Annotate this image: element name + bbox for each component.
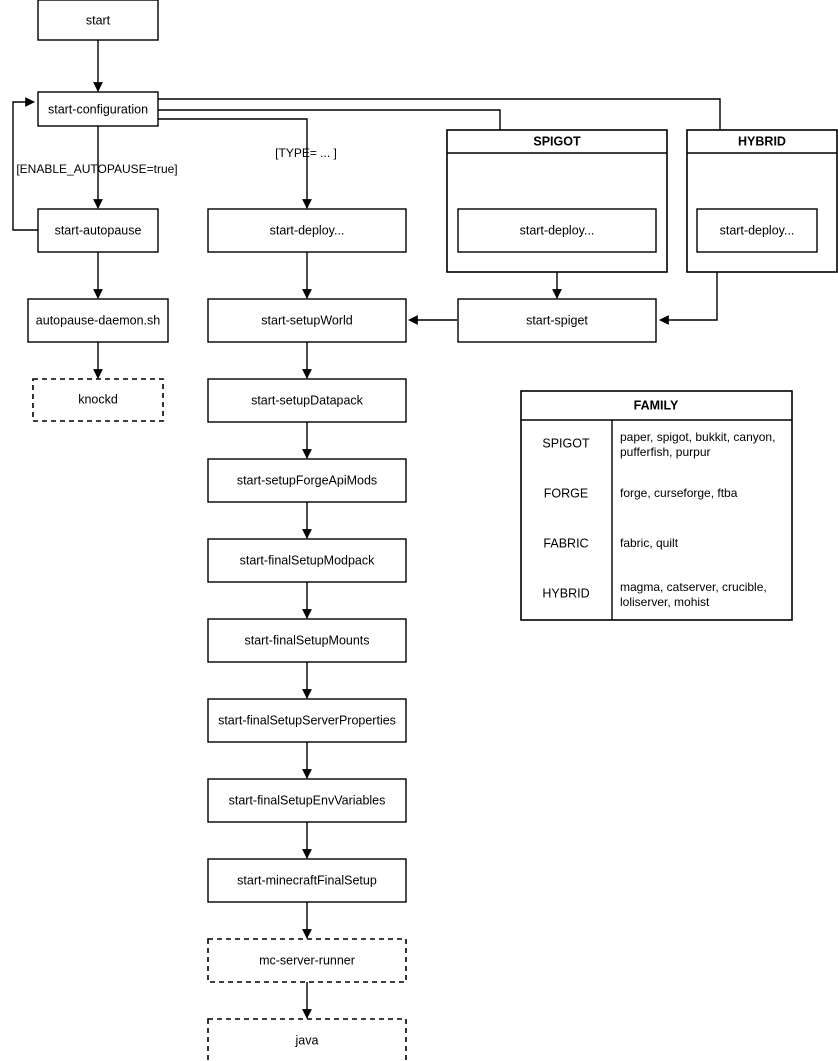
edge-label-enable-autopause: [ENABLE_AUTOPAUSE=true] <box>16 162 177 176</box>
legend-row: FABRIC fabric, quilt <box>543 536 678 550</box>
node-start-minecraftfinalsetup[interactable]: start-minecraftFinalSetup <box>207 858 407 903</box>
node-start-finalsetupserverproperties-label: start-finalSetupServerProperties <box>218 713 396 727</box>
node-start-finalsetupmounts-label: start-finalSetupMounts <box>244 633 369 647</box>
legend-row: FORGE forge, curseforge, ftba <box>544 486 738 500</box>
node-mc-server-runner-label: mc-server-runner <box>259 953 355 967</box>
node-start-setupworld[interactable]: start-setupWorld <box>207 298 407 343</box>
edge-hybrid-deploy-to-spiget <box>659 252 718 325</box>
legend-row-value-line1: paper, spigot, bukkit, canyon, <box>620 430 775 444</box>
node-start-spiget-label: start-spiget <box>526 313 588 327</box>
legend-row-value-line2: pufferfish, purpur <box>620 445 711 459</box>
edge-autopause-loopback-to-configuration <box>12 97 38 231</box>
node-mc-server-runner[interactable]: mc-server-runner <box>207 938 407 983</box>
container-hybrid-title: HYBRID <box>738 134 786 148</box>
node-start-finalsetupmounts[interactable]: start-finalSetupMounts <box>207 618 407 663</box>
node-start-deploy-spigot-label: start-deploy... <box>520 223 595 237</box>
node-start-deploy-spigot[interactable]: start-deploy... <box>457 208 657 253</box>
node-start-deploy-hybrid-label: start-deploy... <box>720 223 795 237</box>
legend-row-key: SPIGOT <box>542 436 590 450</box>
legend-row-key: FORGE <box>544 486 588 500</box>
legend-row-key: HYBRID <box>542 586 589 600</box>
edge-label-type: [TYPE= ... ] <box>275 146 337 160</box>
node-start-finalsetupmodpack-label: start-finalSetupModpack <box>240 553 376 567</box>
edge-configuration-to-main-deploy <box>158 118 312 209</box>
node-start-setupworld-label: start-setupWorld <box>261 313 353 327</box>
legend-title: FAMILY <box>634 398 679 412</box>
node-start-setupdatapack[interactable]: start-setupDatapack <box>207 378 407 423</box>
legend-family-table: FAMILY SPIGOT paper, spigot, bukkit, can… <box>520 390 793 621</box>
node-java-label: java <box>295 1033 319 1047</box>
legend-row-value-line2: loliserver, mohist <box>620 595 710 609</box>
legend-row-value-line1: magma, catserver, crucible, <box>620 580 767 594</box>
legend-row-value-line1: fabric, quilt <box>620 536 679 550</box>
node-start-spiget[interactable]: start-spiget <box>457 298 657 343</box>
legend-row-key: FABRIC <box>543 536 588 550</box>
node-start-deploy-hybrid[interactable]: start-deploy... <box>696 208 818 253</box>
node-start-autopause[interactable]: start-autopause <box>37 208 159 253</box>
container-spigot-title: SPIGOT <box>533 134 581 148</box>
node-start-finalsetupmodpack[interactable]: start-finalSetupModpack <box>207 538 407 583</box>
node-start-configuration-label: start-configuration <box>48 102 148 116</box>
node-java[interactable]: java <box>207 1018 407 1061</box>
node-start-deploy-main[interactable]: start-deploy... <box>207 208 407 253</box>
node-start-setupforgeapimods[interactable]: start-setupForgeApiMods <box>207 458 407 503</box>
node-start-finalsetupserverproperties[interactable]: start-finalSetupServerProperties <box>207 698 407 743</box>
legend-row: HYBRID magma, catserver, crucible, lolis… <box>542 580 766 609</box>
node-start-minecraftfinalsetup-label: start-minecraftFinalSetup <box>237 873 377 887</box>
node-start[interactable]: start <box>37 0 159 41</box>
node-autopause-daemon-label: autopause-daemon.sh <box>36 313 160 327</box>
node-start-setupdatapack-label: start-setupDatapack <box>251 393 364 407</box>
node-start-finalsetupenvvariables[interactable]: start-finalSetupEnvVariables <box>207 778 407 823</box>
legend-row: SPIGOT paper, spigot, bukkit, canyon, pu… <box>542 430 775 459</box>
legend-row-value-line1: forge, curseforge, ftba <box>620 486 738 500</box>
node-start-autopause-label: start-autopause <box>55 223 142 237</box>
node-knockd[interactable]: knockd <box>32 378 164 422</box>
node-autopause-daemon[interactable]: autopause-daemon.sh <box>27 298 169 343</box>
node-start-finalsetupenvvariables-label: start-finalSetupEnvVariables <box>229 793 386 807</box>
node-knockd-label: knockd <box>78 392 118 406</box>
node-start-setupforgeapimods-label: start-setupForgeApiMods <box>237 473 377 487</box>
node-start-deploy-main-label: start-deploy... <box>270 223 345 237</box>
node-start-configuration[interactable]: start-configuration <box>37 91 159 127</box>
node-start-label: start <box>86 13 111 27</box>
